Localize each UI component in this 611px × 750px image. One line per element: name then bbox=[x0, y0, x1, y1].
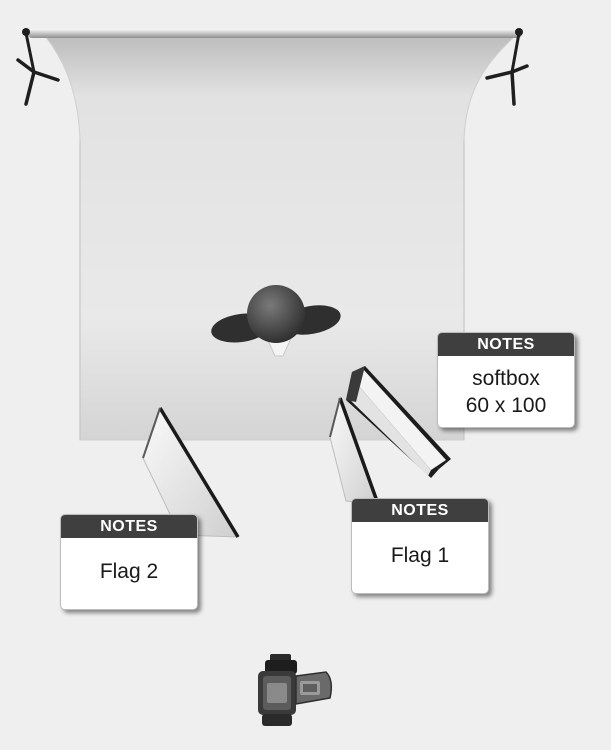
notes-header: NOTES bbox=[61, 515, 197, 538]
notes-header: NOTES bbox=[438, 333, 574, 356]
backdrop-stand-icon bbox=[16, 28, 60, 106]
notes-callout-softbox: NOTES softbox 60 x 100 bbox=[437, 332, 575, 428]
notes-header: NOTES bbox=[352, 499, 488, 522]
notes-callout-flag-1: NOTES Flag 1 bbox=[351, 498, 489, 594]
backdrop-crossbar bbox=[28, 29, 522, 38]
notes-text: softbox 60 x 100 bbox=[465, 367, 547, 417]
backdrop-stand-icon bbox=[485, 28, 529, 106]
notes-text: Flag 1 bbox=[390, 544, 450, 567]
notes-text: Flag 2 bbox=[99, 560, 159, 583]
softbox-icon bbox=[346, 366, 451, 478]
camera-icon bbox=[258, 654, 333, 726]
notes-callout-flag-2: NOTES Flag 2 bbox=[60, 514, 198, 610]
model-icon bbox=[211, 285, 341, 357]
flag-icon bbox=[329, 396, 380, 505]
flag-icon bbox=[142, 406, 240, 538]
